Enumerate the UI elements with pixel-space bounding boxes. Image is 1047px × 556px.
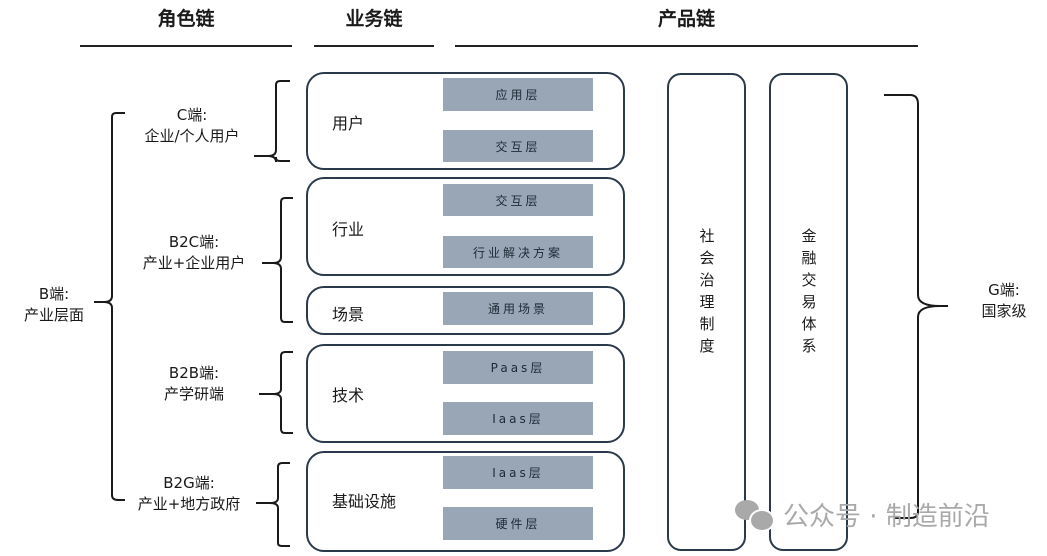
product-financial-trading-label: 金融交易体系 [801, 227, 817, 355]
header-product-chain: 产品链 [657, 8, 715, 30]
role-g-side-title: G端: [988, 281, 1020, 299]
role-c-side-title: C端: [176, 106, 208, 124]
product-pillar-social-governance [667, 73, 746, 551]
business-label-scenario: 场景 [332, 305, 365, 324]
header-business-chain: 业务链 [345, 8, 403, 30]
watermark-text: 公众号 · 制造前沿 [783, 502, 990, 532]
bracket-b2g [256, 462, 290, 547]
role-b-side-title: B端: [38, 285, 70, 303]
role-c-side-desc: 企业/个人用户 [144, 127, 240, 145]
header-underline-business [314, 45, 434, 47]
role-b2c: B2C端: 产业+企业用户 [130, 232, 258, 274]
bracket-b-side [94, 112, 125, 501]
layer-interaction: 交互层 [443, 130, 593, 162]
role-g-side: G端: 国家级 [964, 280, 1044, 322]
role-b2b: B2B端: 产学研端 [130, 363, 258, 405]
header-role-chain: 角色链 [157, 8, 215, 30]
role-c-side: C端: 企业/个人用户 [128, 105, 256, 147]
header-underline-product [455, 45, 918, 47]
layer-iaas: Iaas层 [443, 456, 593, 489]
business-label-user: 用户 [332, 114, 365, 133]
wechat-icon [735, 499, 775, 532]
layer-application: 应用层 [443, 78, 593, 111]
business-label-industry: 行业 [332, 220, 365, 239]
role-b2b-desc: 产学研端 [163, 385, 224, 403]
header-underline-role [80, 45, 292, 47]
bracket-c [254, 80, 290, 163]
role-b-side-desc: 产业层面 [23, 306, 84, 324]
role-b2g-desc: 产业+地方政府 [137, 495, 241, 513]
layer-paas: Paas层 [443, 351, 593, 384]
role-g-side-desc: 国家级 [981, 302, 1027, 320]
product-pillar-financial-trading [769, 73, 848, 551]
layer-hardware: 硬件层 [443, 507, 593, 540]
layer-interaction: 交互层 [443, 184, 593, 216]
role-b2b-title: B2B端: [168, 364, 220, 382]
layer-industry-solution: 行业解决方案 [443, 236, 593, 268]
role-b2g: B2G端: 产业+地方政府 [124, 473, 254, 515]
bracket-g [884, 94, 948, 519]
role-b2c-title: B2C端: [168, 233, 220, 251]
role-b2g-title: B2G端: [163, 474, 215, 492]
bracket-b2c [262, 197, 293, 323]
layer-general-scenario: 通用场景 [443, 292, 593, 325]
business-label-technology: 技术 [332, 386, 365, 405]
watermark: 公众号 · 制造前沿 [735, 496, 990, 533]
role-b-side: B端: 产业层面 [14, 284, 94, 326]
layer-iaas: Iaas层 [443, 402, 593, 435]
bracket-b2b [259, 351, 293, 434]
product-social-governance-label: 社会治理制度 [699, 227, 715, 355]
business-label-infrastructure: 基础设施 [332, 492, 397, 511]
role-b2c-desc: 产业+企业用户 [142, 254, 246, 272]
